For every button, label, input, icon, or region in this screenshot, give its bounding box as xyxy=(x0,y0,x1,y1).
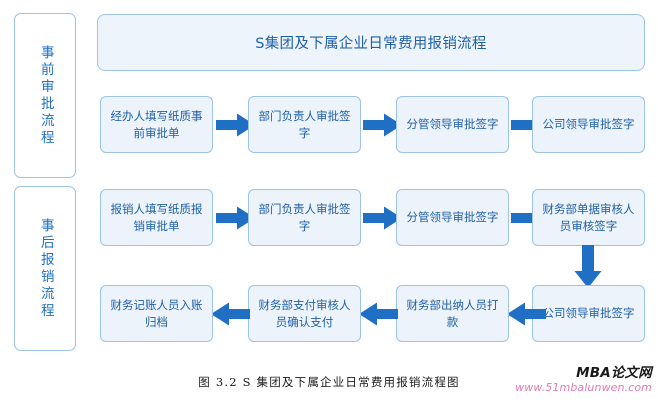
process-node: 财务部支付审核人员确认支付 xyxy=(248,285,361,342)
phase-label-pre-approval: 事前审批流程 xyxy=(14,13,76,178)
process-node: 财务记账人员入账归档 xyxy=(100,285,213,342)
arrow-right-icon xyxy=(216,206,255,230)
process-node-label: 分管领导审批签字 xyxy=(406,117,499,132)
process-node: 财务部单据审核人员审核签字 xyxy=(532,189,645,246)
process-node-label: 财务部支付审核人员确认支付 xyxy=(258,297,351,329)
process-node-label: 分管领导审批签字 xyxy=(406,210,499,225)
arrow-down-icon xyxy=(574,245,602,288)
process-node-label: 部门负责人审批签字 xyxy=(258,108,351,140)
process-node: 财务部出纳人员打款 xyxy=(396,285,509,342)
arrow-right-icon xyxy=(363,206,402,230)
process-node-label: 财务部单据审核人员审核签字 xyxy=(542,201,635,233)
flowchart-title-banner: S集团及下属企业日常费用报销流程 xyxy=(97,14,645,71)
process-node-label: 经办人填写纸质事前审批单 xyxy=(110,108,203,140)
process-node: 分管领导审批签字 xyxy=(396,96,509,153)
figure-caption: 图 3.2 S 集团及下属企业日常费用报销流程图 xyxy=(198,375,460,389)
process-node: 报销人填写纸质报销审批单 xyxy=(100,189,213,246)
process-node-label: 部门负责人审批签字 xyxy=(258,201,351,233)
process-node: 部门负责人审批签字 xyxy=(248,189,361,246)
process-node: 公司领导审批签字 xyxy=(532,285,645,342)
process-node: 公司领导审批签字 xyxy=(532,96,645,153)
process-node-label: 公司领导审批签字 xyxy=(542,306,635,321)
phase-label-post-reimbursement: 事后报销流程 xyxy=(14,186,76,351)
process-node-label: 公司领导审批签字 xyxy=(542,117,635,132)
arrow-left-icon xyxy=(507,302,546,326)
process-node-label: 财务记账人员入账归档 xyxy=(110,297,203,329)
arrow-left-icon xyxy=(211,302,250,326)
process-node: 分管领导审批签字 xyxy=(396,189,509,246)
phase-label-text: 事前审批流程 xyxy=(37,44,54,147)
arrow-left-icon xyxy=(359,302,398,326)
process-node-label: 报销人填写纸质报销审批单 xyxy=(110,201,203,233)
process-node: 经办人填写纸质事前审批单 xyxy=(100,96,213,153)
phase-label-text: 事后报销流程 xyxy=(37,217,54,320)
watermark-brand: MBA论文网 xyxy=(576,365,652,381)
arrow-right-icon xyxy=(216,113,255,137)
watermark-url: www.51mbalunwen.com xyxy=(515,380,652,394)
watermark: MBA论文网 www.51mbalunwen.com xyxy=(515,365,652,394)
arrow-right-icon xyxy=(363,113,402,137)
process-node-label: 财务部出纳人员打款 xyxy=(406,297,499,329)
flowchart-title: S集团及下属企业日常费用报销流程 xyxy=(255,36,487,52)
process-node: 部门负责人审批签字 xyxy=(248,96,361,153)
